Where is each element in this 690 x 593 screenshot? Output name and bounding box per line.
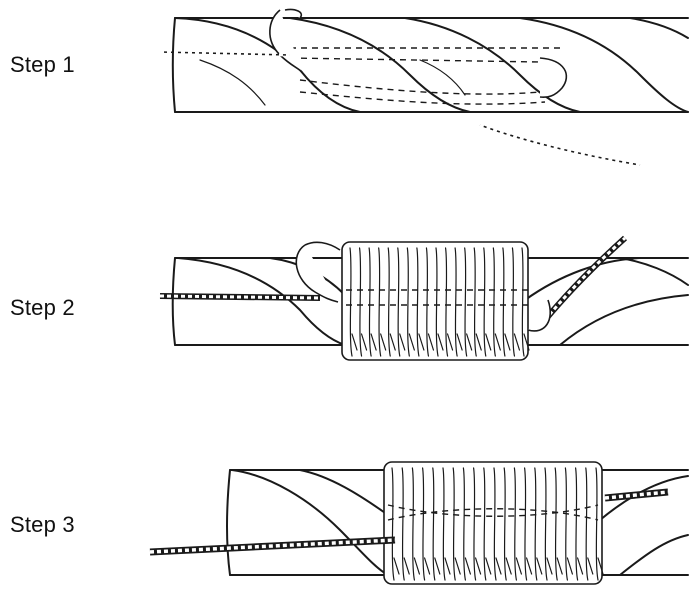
step-2-coils bbox=[342, 242, 529, 360]
step-1-rope bbox=[173, 18, 688, 112]
step-1-loop bbox=[270, 9, 567, 104]
step-3-coils bbox=[384, 462, 603, 584]
